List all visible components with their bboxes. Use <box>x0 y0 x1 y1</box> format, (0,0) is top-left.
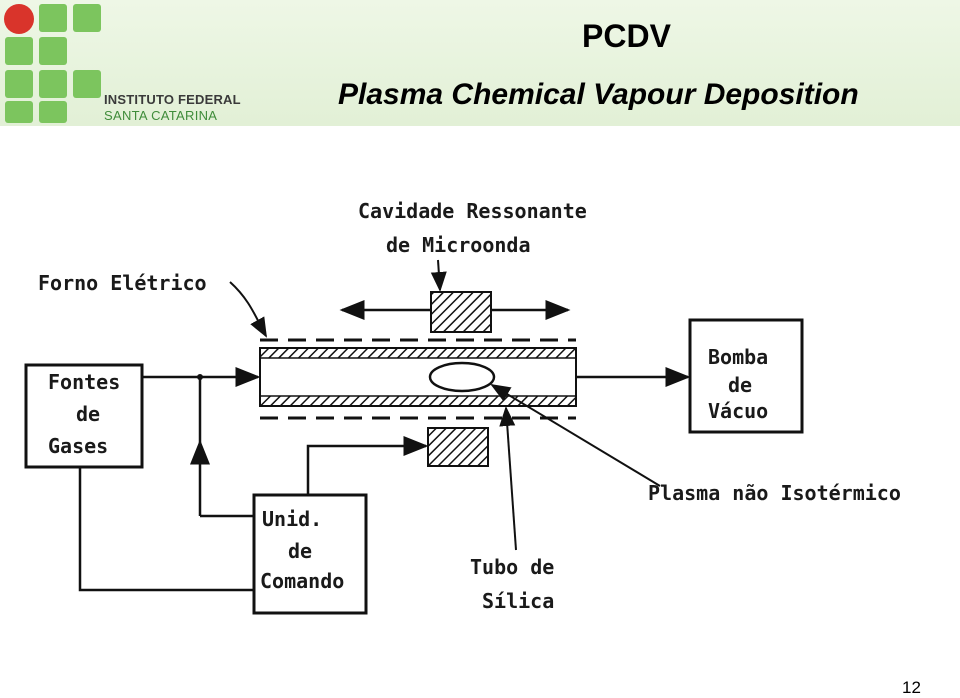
label-pump-line2: de <box>728 373 752 397</box>
slide-title: PCDV <box>582 18 671 54</box>
logo-text-institute: INSTITUTO FEDERAL <box>104 92 241 107</box>
label-control-line3: Comando <box>260 569 344 593</box>
label-control-line2: de <box>288 539 312 563</box>
label-cavity-line1: Cavidade Ressonante <box>358 199 587 223</box>
microwave-cavity-bottom-block <box>427 427 489 467</box>
plasma-region <box>428 361 496 393</box>
institution-logo <box>4 4 101 123</box>
label-plasma: Plasma não Isotérmico <box>648 481 901 505</box>
label-control-line1: Unid. <box>262 507 322 531</box>
gas-sources-box <box>24 363 144 469</box>
slide-header: INSTITUTO FEDERAL SANTA CATARINA PCDV Pl… <box>0 0 960 126</box>
silica-label-pointer <box>499 406 517 551</box>
plasma-label-pointer <box>490 383 661 487</box>
control-unit-box <box>252 493 368 615</box>
gas-junction <box>197 374 203 380</box>
page-number: 12 <box>902 678 921 697</box>
slide-subtitle: Plasma Chemical Vapour Deposition <box>338 78 859 111</box>
label-pump-line3: Vácuo <box>708 399 768 423</box>
label-gas-line1: Fontes <box>48 370 120 394</box>
microwave-cavity-top-block <box>430 291 492 333</box>
pcvd-schematic-diagram: Cavidade Ressonante de Microonda Forno E… <box>24 199 901 615</box>
silica-tube-wall-bottom <box>259 395 577 407</box>
gas-feedback-line <box>78 467 254 592</box>
label-tube-line1: Tubo de <box>470 555 554 579</box>
label-furnace: Forno Elétrico <box>38 271 207 295</box>
label-pump-line1: Bomba <box>708 345 768 369</box>
furnace-label-pointer <box>229 281 267 338</box>
logo-text-campus: SANTA CATARINA <box>104 108 218 123</box>
silica-tube-wall-top <box>259 347 577 359</box>
label-cavity-line2: de Microonda <box>386 233 531 257</box>
label-gas-line2: de <box>76 402 100 426</box>
control-to-cavity-line <box>306 436 429 495</box>
label-tube-line2: Sílica <box>482 589 554 613</box>
label-gas-line3: Gases <box>48 434 108 458</box>
cavity-label-pointer <box>430 259 447 292</box>
